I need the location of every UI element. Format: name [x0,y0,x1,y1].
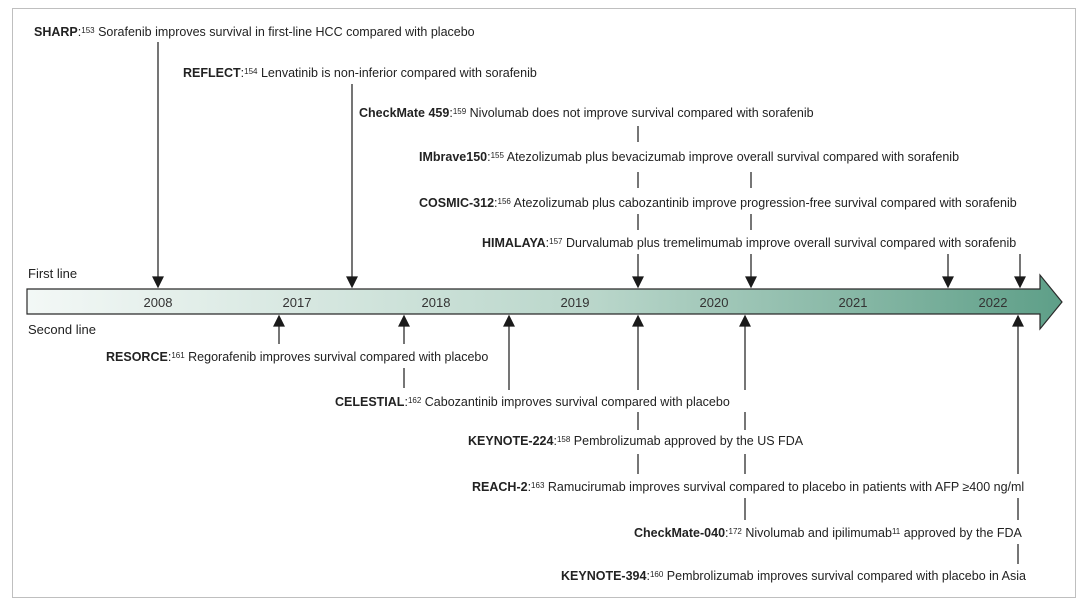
trial-name: HIMALAYA [482,236,546,250]
trial-checkmate-040: CheckMate-040:172 Nivolumab and ipilimum… [634,526,1022,540]
trial-ref: 159 [452,107,467,116]
trial-name: KEYNOTE-394 [561,569,647,583]
trial-name: CELESTIAL [335,395,405,409]
trial-text: Nivolumab and ipilimumab [745,526,892,540]
trial-resorce: RESORCE:161 Regorafenib improves surviva… [106,350,489,364]
trial-ref: 160 [649,570,664,579]
trial-text: Regorafenib improves survival compared w… [188,350,489,364]
trial-ref: 172 [728,527,742,536]
trial-name: KEYNOTE-224 [468,434,554,448]
trial-text: Atezolizumab plus bevacizumab improve ov… [506,150,960,164]
trial-keynote-394: KEYNOTE-394:160 Pembrolizumab improves s… [561,569,1026,583]
himalaya-arrowhead [1014,276,1026,289]
trial-ref: 157 [549,237,563,246]
year-label-2021: 2021 [838,295,868,310]
trial-text: Pembrolizumab improves survival compared… [666,569,1026,583]
trial-ref: 162 [407,396,422,405]
trial-name: REFLECT [183,66,241,80]
trial-text: Cabozantinib improves survival compared … [424,395,730,409]
second-line-label: Second line [28,322,96,337]
trial-name: CheckMate 459 [359,106,450,120]
trial-sharp: SHARP:153 Sorafenib improves survival in… [34,25,475,39]
checkmate040-arrowhead [739,314,751,327]
trial-ref: 158 [556,435,571,444]
celestial-arrowhead [398,314,410,327]
trial-name: CheckMate-040 [634,526,726,540]
keynote394-arrowhead [1012,314,1024,327]
trial-reach-2: REACH-2:163 Ramucirumab improves surviva… [472,480,1025,494]
trial-name: RESORCE [106,350,168,364]
trial-cosmic-312: COSMIC-312:156 Atezolizumab plus cabozan… [419,196,1017,210]
year-label-2022: 2022 [978,295,1008,310]
resorce-arrowhead [273,314,285,327]
trial-celestial: CELESTIAL:162 Cabozantinib improves surv… [335,395,730,409]
year-label-2019: 2019 [560,295,590,310]
trial-name: IMbrave150 [419,150,488,164]
year-label-2017: 2017 [282,295,312,310]
trial-text: Lenvatinib is non-inferior compared with… [260,66,537,80]
trial-reflect: REFLECT:154 Lenvatinib is non-inferior c… [183,66,537,80]
year-label-2008: 2008 [143,295,173,310]
trial-name: REACH-2 [472,480,528,494]
keynote224-arrowhead [503,314,515,327]
trial-ref: 163 [531,481,545,490]
trial-text: Ramucirumab improves survival compared t… [547,480,1025,494]
trial-text: Nivolumab does not improve survival comp… [469,106,814,120]
reach2-arrowhead [632,314,644,327]
year-label-2020: 2020 [699,295,729,310]
cosmic312-arrowhead [942,276,954,289]
trial-ref-2: 11 [891,527,901,536]
trial-text: Atezolizumab plus cabozantinib improve p… [513,196,1017,210]
trial-text: Sorafenib improves survival in first-lin… [98,25,475,39]
year-label-2018: 2018 [421,295,451,310]
trial-keynote-224: KEYNOTE-224:158 Pembrolizumab approved b… [468,434,804,448]
checkmate459-arrowhead [632,276,644,289]
trial-himalaya: HIMALAYA:157 Durvalumab plus tremelimuma… [482,236,1017,250]
trial-text: Pembrolizumab approved by the US FDA [573,434,804,448]
trial-text: Durvalumab plus tremelimumab improve ove… [566,236,1017,250]
figure-frame [12,8,1076,598]
trial-ref: 154 [244,67,258,76]
trial-name: COSMIC-312 [419,196,495,210]
trial-checkmate-459: CheckMate 459:159 Nivolumab does not imp… [359,106,814,120]
trial-text-2: approved by the FDA [903,526,1022,540]
trial-ref: 153 [81,26,95,35]
trial-ref: 161 [171,351,185,360]
trial-imbrave150: IMbrave150:155 Atezolizumab plus bevaciz… [419,150,960,164]
trial-ref: 155 [490,151,504,160]
trial-name: SHARP [34,25,78,39]
timeline-arrow [26,273,1063,331]
sharp-arrowhead [152,276,164,289]
imbrave150-arrowhead [745,276,757,289]
first-line-label: First line [28,266,78,281]
reflect-arrowhead [346,276,358,289]
trial-ref: 156 [497,197,511,206]
